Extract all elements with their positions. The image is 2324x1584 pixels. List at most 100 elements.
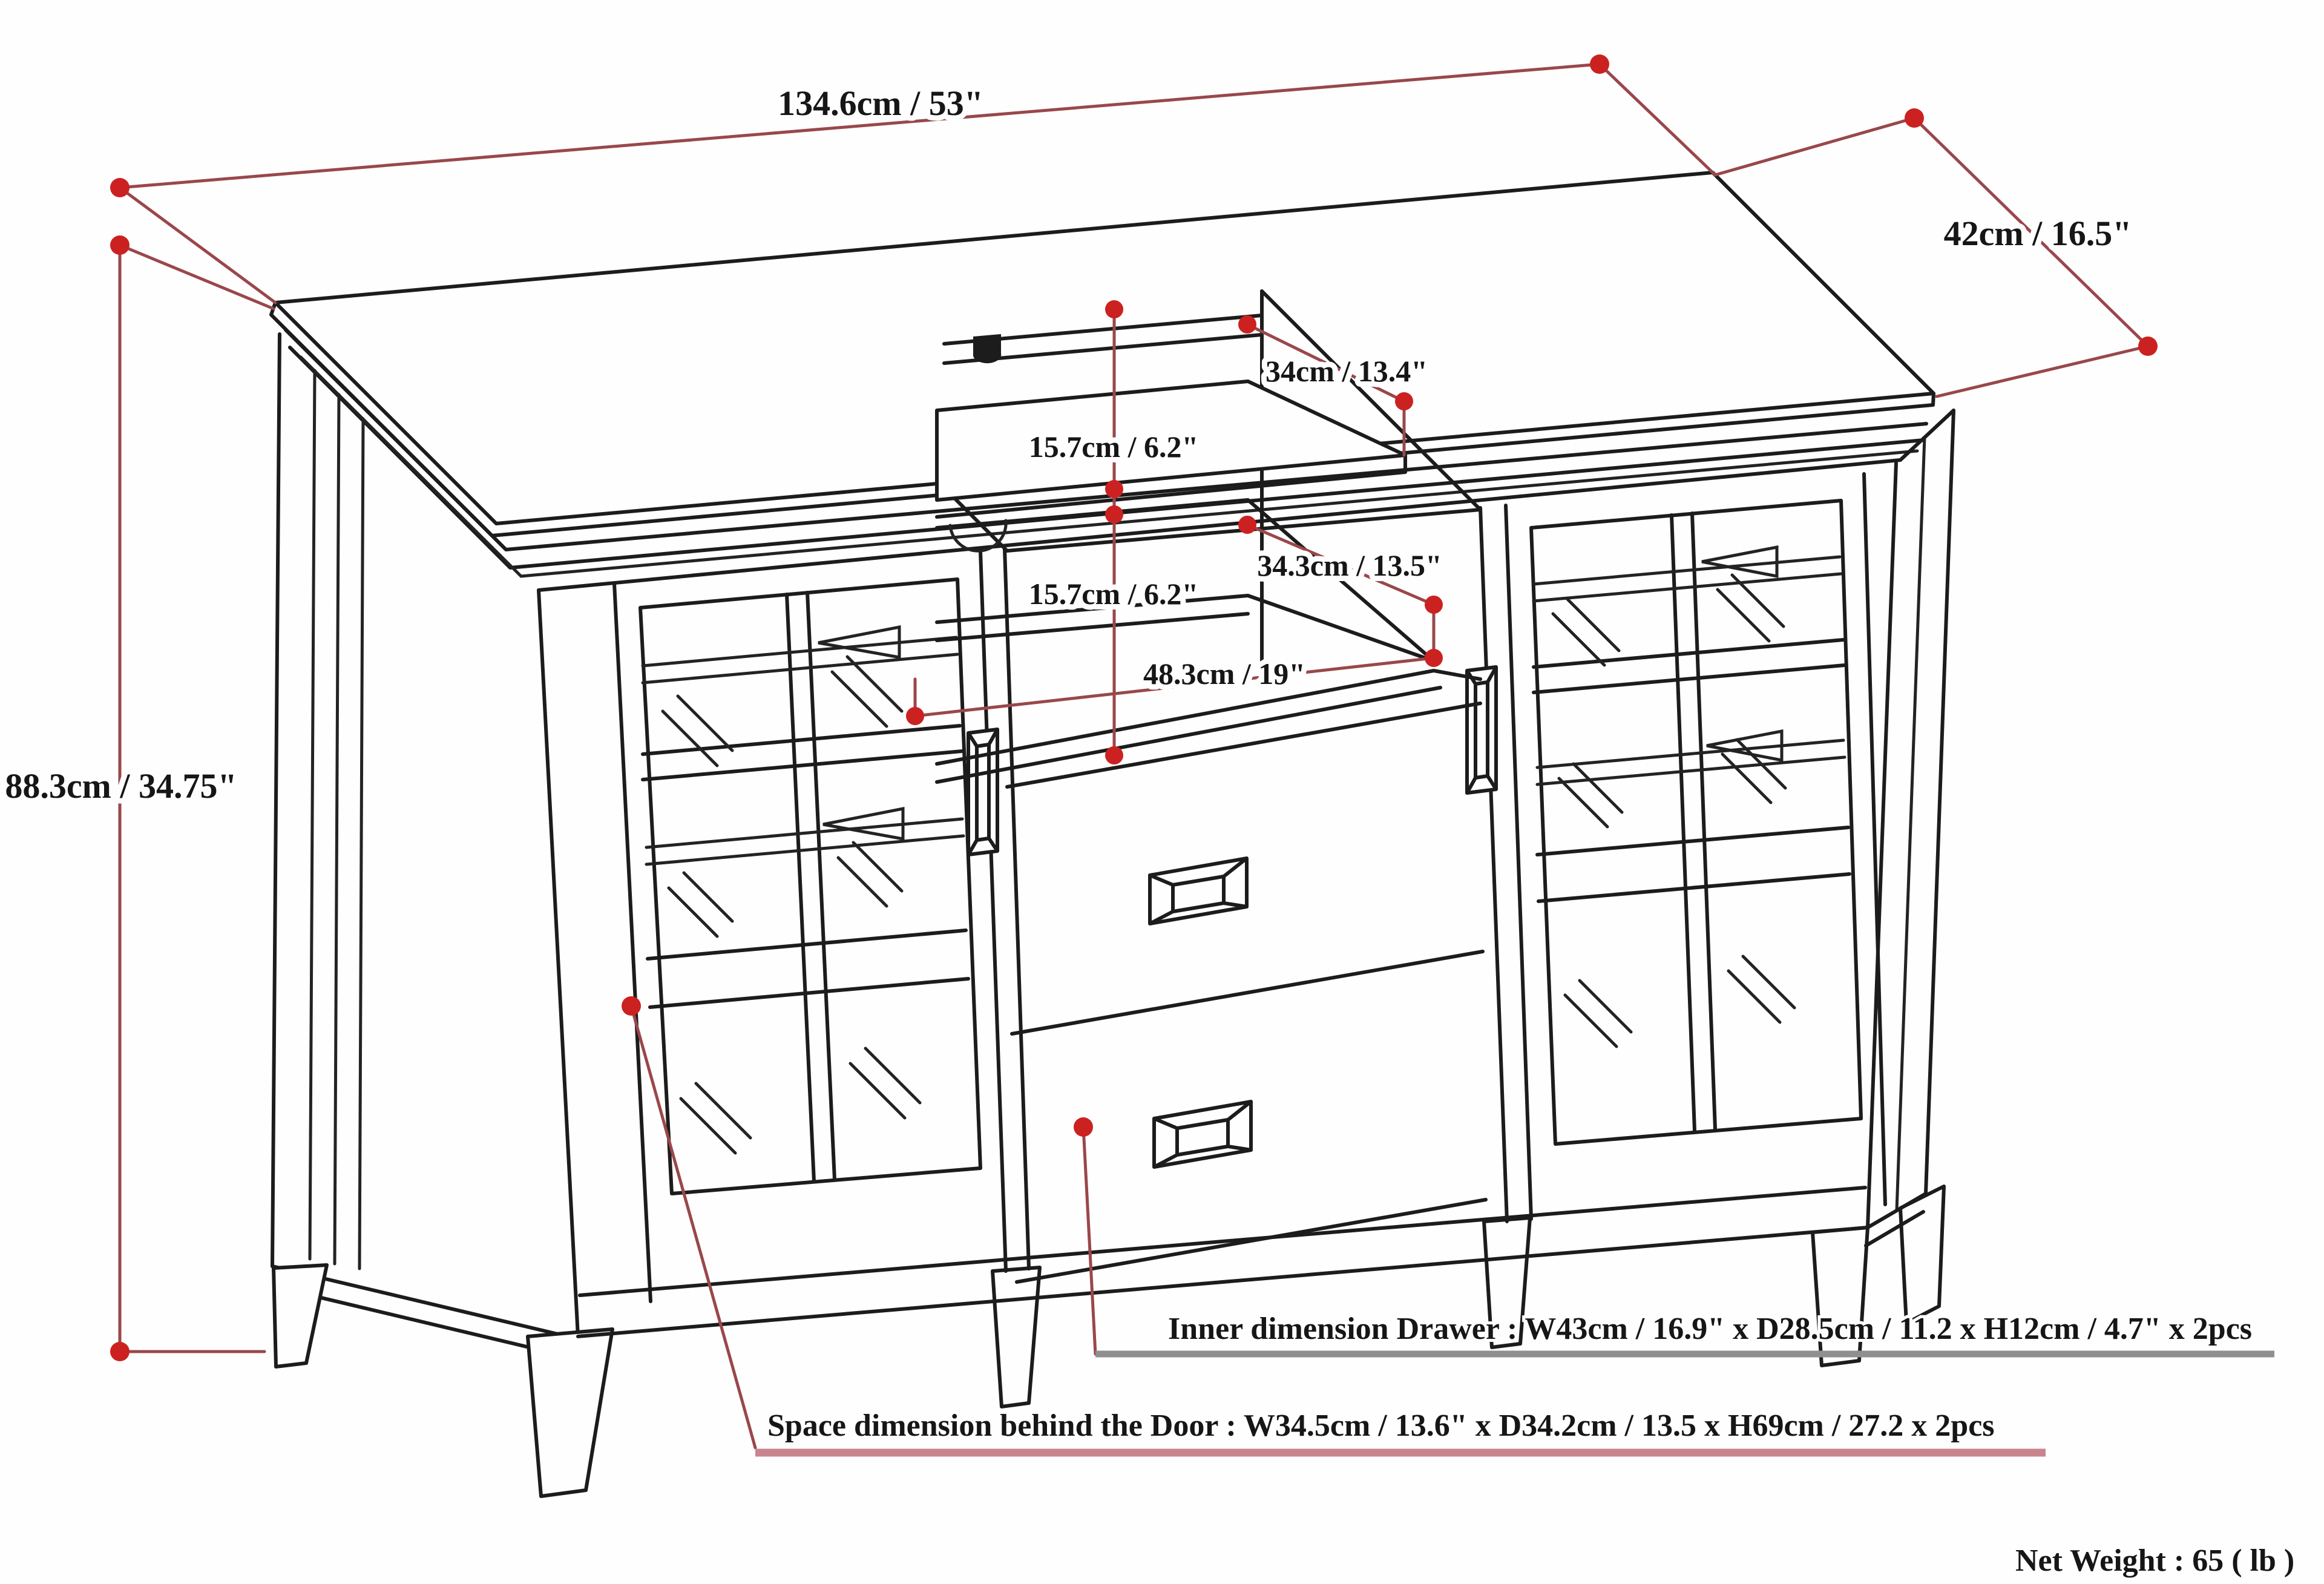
legs bbox=[272, 1185, 1946, 1498]
right-door-handle bbox=[1465, 665, 1498, 795]
left-door-shelf-through-glass-2 bbox=[645, 817, 965, 866]
width-dot-left bbox=[110, 178, 130, 197]
left-door-glass-reflections bbox=[661, 655, 922, 1155]
drawer-1-bottom-edge bbox=[1010, 950, 1485, 1036]
depth-dot-bottom bbox=[2138, 337, 2158, 356]
depth-dimension-label: 42cm / 16.5" bbox=[1944, 214, 2132, 253]
drawer-leader-dot bbox=[1074, 1117, 1093, 1137]
top-shelf-dot-2 bbox=[1395, 392, 1413, 410]
dimension-annotations: 134.6cm / 53" 42cm / 16.5" 88.3cm / 34.7… bbox=[0, 54, 2297, 1581]
right-door-rail-lock bbox=[1535, 826, 1851, 903]
door-leader-dot bbox=[622, 996, 641, 1016]
shelf-wedge-1 bbox=[818, 625, 901, 659]
left-stile-inner bbox=[612, 582, 652, 1303]
door-leader-line bbox=[629, 1004, 757, 1450]
dimension-width: 134.6cm / 53" bbox=[110, 54, 1716, 304]
left-door-inner-frame bbox=[638, 577, 982, 1195]
front-rail-bottom bbox=[576, 1226, 1869, 1338]
compartment-width-label: 48.3cm / 19" bbox=[1143, 657, 1305, 691]
drawer-2 bbox=[1015, 1100, 1488, 1284]
drawer-2-handle bbox=[1152, 1100, 1253, 1169]
shelf-2-front bbox=[935, 498, 1436, 663]
back-left-leg bbox=[272, 1263, 329, 1369]
drawer-2-bottom-edge bbox=[1015, 1198, 1488, 1284]
door-space-annotation: Space dimension behind the Door : W34.5c… bbox=[622, 996, 2046, 1457]
cabinet-line-art bbox=[269, 171, 1955, 1498]
middle-left-leg bbox=[991, 1266, 1042, 1408]
right-back-edge bbox=[1924, 409, 1955, 1195]
right-side-panel bbox=[1864, 409, 1955, 1247]
width-dimension-line bbox=[118, 62, 1716, 304]
left-door-handle bbox=[967, 728, 999, 856]
drawer-leader-line bbox=[1082, 1125, 1097, 1356]
shelf-1-thickness bbox=[935, 453, 1407, 519]
front-frame bbox=[537, 458, 1902, 1338]
dimension-lower-shelf-depth: 34.3cm / 13.5" bbox=[1238, 516, 1448, 660]
dimension-depth: 42cm / 16.5" bbox=[1713, 108, 2158, 398]
lower-clearance-label: 15.7cm / 6.2" bbox=[1029, 577, 1199, 611]
shelf-wedge-3 bbox=[1701, 545, 1779, 579]
right-stile-inner bbox=[1862, 472, 1887, 1206]
top-molding-1 bbox=[284, 328, 1928, 551]
shelf-2-top-edge bbox=[935, 498, 1250, 530]
cable-hole bbox=[948, 519, 1008, 553]
lower-shelf-dot-1 bbox=[1238, 516, 1256, 534]
spacing-dot-2 bbox=[1105, 480, 1123, 498]
top-shelf-depth-label: 34cm / 13.4" bbox=[1265, 354, 1428, 388]
right-door-rail-upper bbox=[1532, 638, 1846, 694]
compartment-dot-right bbox=[1425, 649, 1443, 667]
depth-dimension-line bbox=[1713, 116, 2150, 398]
right-door-inner-frame bbox=[1529, 499, 1863, 1146]
lower-shelf-dot-2 bbox=[1425, 596, 1443, 614]
spacing-dot-4 bbox=[1105, 746, 1123, 764]
left-glass-door bbox=[638, 577, 999, 1195]
left-door-rail-upper bbox=[641, 724, 964, 781]
spacing-dot-3 bbox=[1105, 505, 1123, 524]
width-dot-right bbox=[1590, 54, 1609, 74]
height-dot-top bbox=[110, 235, 130, 255]
left-side-stile-2 bbox=[333, 393, 341, 1266]
right-door-shelf-through-glass-2 bbox=[1535, 738, 1846, 786]
right-door-mullion bbox=[1670, 511, 1717, 1132]
shelf-wedge-4 bbox=[1706, 729, 1784, 763]
drawer-1 bbox=[1005, 702, 1485, 1036]
compartment-dot-left bbox=[906, 707, 924, 725]
right-door-glass-reflections bbox=[1551, 573, 1796, 1048]
net-weight-label: Net Weight : 65 ( lb ) bbox=[2015, 1543, 2294, 1578]
compartment-floor bbox=[935, 669, 1482, 784]
left-back-edge bbox=[271, 332, 281, 1268]
top-molding-3 bbox=[299, 355, 1919, 578]
right-side-stile bbox=[1895, 435, 1926, 1212]
middle-right-leg bbox=[1482, 1216, 1532, 1349]
lower-shelf-depth-label: 34.3cm / 13.5" bbox=[1257, 548, 1442, 582]
left-door-mullion bbox=[785, 591, 836, 1183]
front-left-leg bbox=[526, 1327, 614, 1498]
drawer-1-handle bbox=[1148, 856, 1249, 925]
right-door-shelf-through-glass-1 bbox=[1532, 555, 1843, 603]
body-top-edge bbox=[537, 458, 1902, 592]
right-divider bbox=[1479, 504, 1533, 1223]
right-side-apron bbox=[1864, 1192, 1928, 1247]
left-side-panel bbox=[271, 332, 580, 1360]
width-dimension-label: 134.6cm / 53" bbox=[778, 84, 983, 123]
left-side-stile-1 bbox=[308, 369, 317, 1261]
left-front-corner-edge bbox=[537, 588, 580, 1338]
shelf-wedge-2 bbox=[822, 806, 905, 841]
drawer-inner-label: Inner dimension Drawer : W43cm / 16.9" x… bbox=[1168, 1312, 2252, 1346]
drawer-1-top-edge bbox=[1005, 702, 1482, 789]
depth-dot-top bbox=[1905, 108, 1924, 128]
left-door-shelf-through-glass-1 bbox=[641, 636, 959, 685]
upper-clearance-label: 15.7cm / 6.2" bbox=[1029, 430, 1199, 464]
door-space-label: Space dimension behind the Door : W34.5c… bbox=[767, 1408, 1995, 1443]
height-dimension-label: 88.3cm / 34.75" bbox=[5, 766, 237, 806]
drawer-inner-annotation: Inner dimension Drawer : W43cm / 16.9" x… bbox=[1074, 1117, 2274, 1358]
spacing-dot-1 bbox=[1105, 300, 1123, 318]
dimension-top-shelf-depth: 34cm / 13.4" bbox=[1238, 315, 1433, 457]
top-shelf-dot-1 bbox=[1238, 315, 1256, 334]
left-door-rail-lock bbox=[646, 928, 970, 1009]
dimension-height: 88.3cm / 34.75" bbox=[0, 235, 275, 1361]
back-right-leg bbox=[1899, 1185, 1946, 1325]
height-dimension-line bbox=[118, 243, 275, 1353]
